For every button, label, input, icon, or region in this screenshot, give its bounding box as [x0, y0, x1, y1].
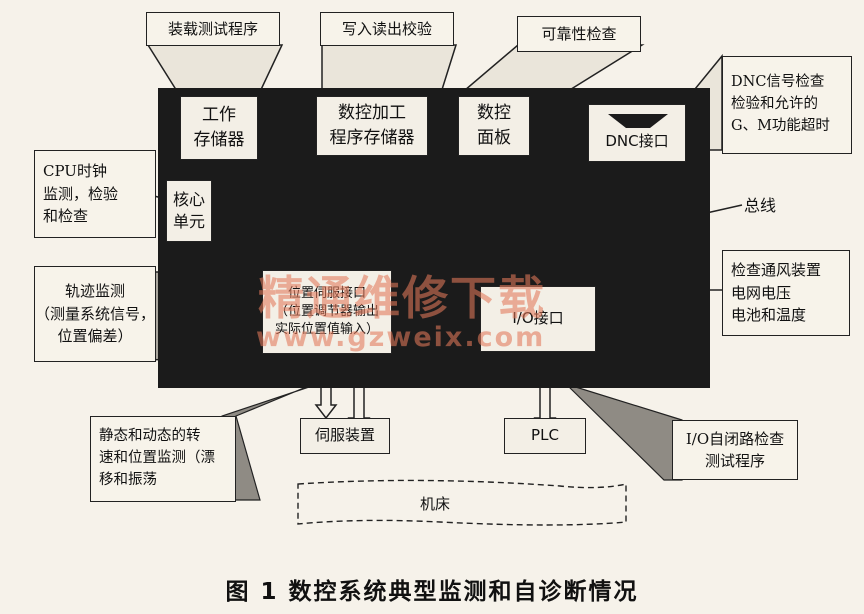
watermark-cn: 精通维修下载 — [258, 271, 546, 325]
peripheral-machine-tool: 机床 — [420, 495, 451, 513]
note-io-selftest: I/O自闭路检查 测试程序 — [672, 420, 798, 480]
peripheral-servo-device: 伺服装置 — [300, 418, 390, 454]
module-nc-panel: 数控 面板 — [458, 96, 530, 156]
watermark-url: www.gzweix.com — [256, 322, 546, 353]
module-work-memory: 工作 存储器 — [180, 96, 258, 160]
note-speed-position: 静态和动态的转 速和位置监测（漂 移和振荡 — [90, 416, 236, 502]
dnc-interface-label: DNC接口 — [605, 132, 669, 151]
note-load-test-program: 装载测试程序 — [146, 12, 280, 46]
note-cpu-clock: CPU时钟 监测，检验 和检查 — [34, 150, 156, 238]
module-nc-program-memory: 数控加工 程序存储器 — [316, 96, 428, 156]
module-servo-interface: 位置伺服接口 （位置调节器输出 实际位置值输入） — [262, 270, 392, 354]
note-trajectory: 轨迹监测 （测量系统信号， 位置偏差） — [34, 266, 156, 362]
figure-caption: 图 1 数控系统典型监测和自诊断情况 — [225, 579, 639, 605]
module-io-interface: I/O接口 — [480, 286, 596, 352]
note-dnc-check: DNC信号检查 检验和允许的 G、M功能超时 — [722, 56, 852, 154]
label-bus: 总线 — [744, 196, 777, 215]
machine-tool-outline — [297, 479, 627, 526]
module-dnc-interface: DNC接口 — [588, 104, 686, 162]
note-ventilation: 检查通风装置 电网电压 电池和温度 — [722, 250, 850, 336]
funnel-io-selftest — [565, 383, 683, 481]
module-core-unit: 核心 单元 — [166, 180, 212, 242]
peripheral-plc: PLC — [504, 418, 586, 454]
note-write-read-verify: 写入读出校验 — [320, 12, 454, 46]
note-reliability-check: 可靠性检查 — [517, 16, 641, 52]
